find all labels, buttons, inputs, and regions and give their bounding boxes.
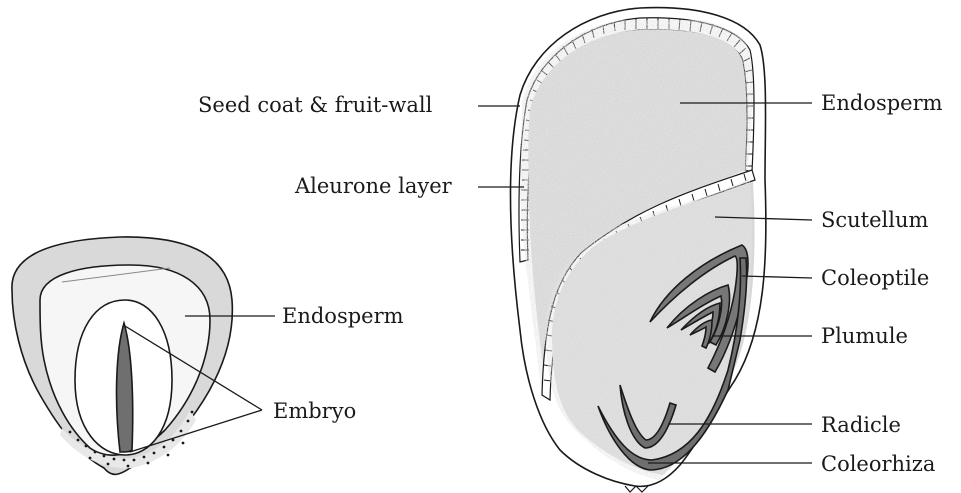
plumule-label: Plumule — [821, 324, 908, 348]
scutellum-label: Scutellum — [821, 208, 928, 232]
right-endosperm-label: Endosperm — [821, 91, 943, 115]
radicle-label: Radicle — [821, 413, 901, 437]
coleorhiza-label: Coleorhiza — [821, 452, 935, 476]
seed-coat-label: Seed coat & fruit-wall — [198, 93, 433, 117]
aleurone-label: Aleurone layer — [294, 174, 453, 198]
coleoptile-label: Coleoptile — [821, 266, 929, 290]
left-seed: Endosperm Embryo — [12, 237, 404, 474]
left-embryo-label: Embryo — [273, 399, 356, 423]
left-endosperm-label: Endosperm — [282, 304, 404, 328]
